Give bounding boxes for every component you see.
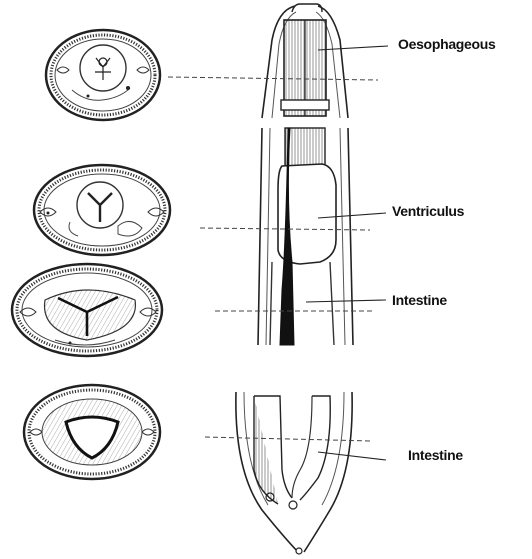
leader-oesophagus — [318, 46, 388, 50]
label-intestine-upper: Intestine — [392, 292, 447, 308]
cross-section-oesophagus — [46, 30, 160, 120]
label-intestine-lower: Intestine — [408, 447, 463, 463]
leader-intestine-2 — [318, 452, 386, 460]
longitudinal-section-posterior — [236, 392, 352, 554]
longitudinal-section-anterior — [262, 4, 348, 118]
cross-section-ventriculus — [34, 165, 170, 255]
leader-intestine-1 — [306, 300, 386, 302]
section-line-1 — [168, 77, 378, 80]
section-line-4 — [205, 437, 372, 441]
label-ventriculus: Ventriculus — [392, 203, 464, 219]
longitudinal-section-middle — [258, 128, 353, 345]
cross-section-intestine-lower — [24, 385, 160, 479]
label-oesophagus: Oesophageous — [398, 36, 496, 52]
section-lines — [168, 77, 378, 441]
cross-section-intestine-upper — [12, 264, 162, 356]
